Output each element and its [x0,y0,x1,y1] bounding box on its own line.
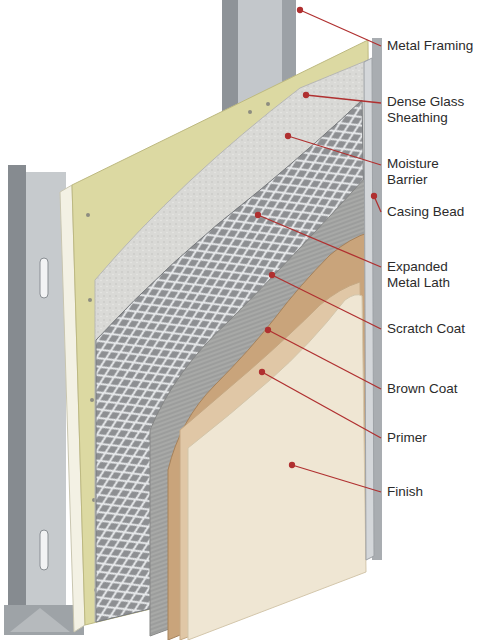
casing-bead [364,58,374,560]
brown-coat [168,232,372,640]
part-label: Casing Bead [386,204,476,220]
part-label: Moisture Barrier [386,156,476,188]
finish-coat [188,295,366,640]
part-label: Finish [386,484,476,500]
part-label: Primer [386,430,476,446]
metal-stud [4,165,84,635]
part-label: Dense Glass Sheathing [386,94,476,126]
part-label: Metal Framing [386,38,476,54]
leader-line [256,8,382,493]
part-label: Scratch Coat [386,321,476,337]
part-label: Expanded Metal Lath [386,259,476,291]
part-label: Brown Coat [386,381,476,397]
